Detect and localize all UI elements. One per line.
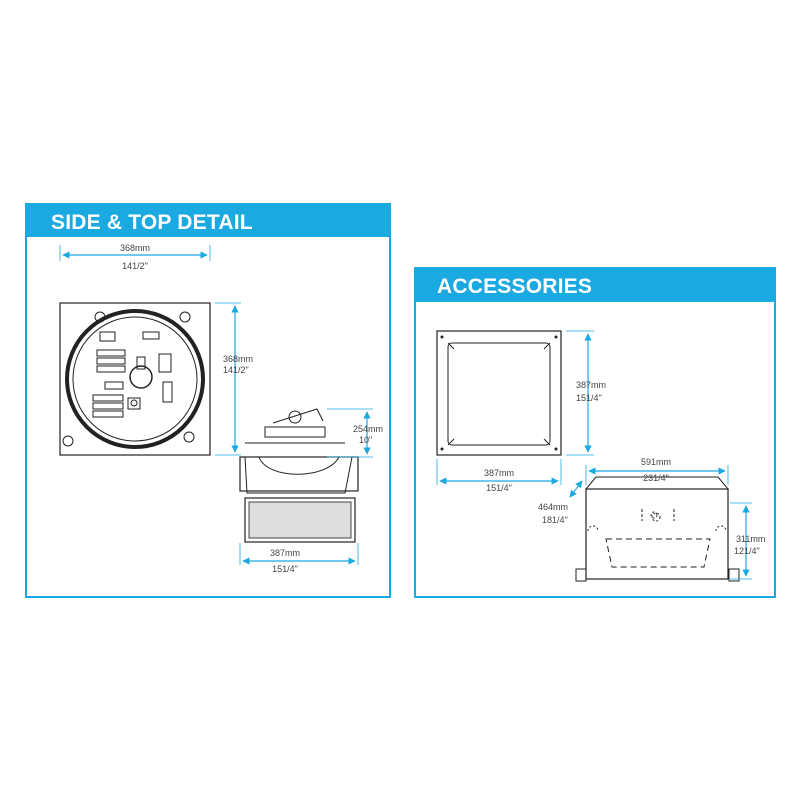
back-box-enclosure [575, 476, 740, 582]
side-top-drawing: 368mm 141/2" 368mm 141/2" 254mm 10" 387m… [59, 243, 383, 574]
side-top-detail-panel: SIDE & TOP DETAIL [25, 203, 391, 598]
depth-dimension: 254mm 10" [327, 408, 383, 458]
enclosure-width-mm: 591mm [641, 457, 671, 467]
enclosure-height-mm: 311mm [736, 534, 765, 544]
enclosure-depth-in: 181/4" [542, 515, 568, 525]
accessories-panel: ACCESSORIES [414, 267, 776, 598]
depth-in: 10" [359, 435, 372, 445]
top-height-mm: 368mm [223, 354, 253, 364]
top-view-speaker [59, 302, 211, 456]
top-height-dimension: 368mm 141/2" [215, 302, 253, 456]
side-top-detail-title: SIDE & TOP DETAIL [27, 205, 389, 237]
bracket-width-dimension: 387mm 151/4" [436, 459, 562, 493]
bracket-height-in: 151/4" [576, 393, 602, 403]
enclosure-depth-mm: 464mm [538, 502, 568, 512]
bracket-height-dimension: 387mm 151/4" [566, 330, 606, 456]
top-width-in: 141/2" [122, 261, 148, 271]
top-width-dimension: 368mm 141/2" [59, 243, 211, 271]
enclosure-depth-dimension: 464mm 181/4" [538, 480, 583, 525]
side-width-mm: 387mm [270, 548, 300, 558]
bracket-width-in: 151/4" [486, 483, 512, 493]
mounting-bracket [436, 330, 562, 456]
side-width-in: 151/4" [272, 564, 298, 574]
top-height-in: 141/2" [223, 365, 249, 375]
accessories-drawing: 387mm 151/4" 387mm 151/4" 591mm 231/4" 4… [436, 330, 765, 582]
accessories-title: ACCESSORIES [416, 269, 774, 302]
bracket-height-mm: 387mm [576, 380, 606, 390]
bracket-width-mm: 387mm [484, 468, 514, 478]
side-width-dimension: 387mm 151/4" [239, 543, 359, 574]
top-width-mm: 368mm [120, 243, 150, 253]
depth-mm: 254mm [353, 424, 383, 434]
enclosure-height-dimension: 311mm 121/4" [730, 502, 765, 580]
enclosure-width-dimension: 591mm 231/4" [585, 457, 729, 485]
enclosure-height-in: 121/4" [734, 546, 760, 556]
enclosure-width-in: 231/4" [643, 473, 669, 483]
side-view-speaker [239, 408, 359, 543]
